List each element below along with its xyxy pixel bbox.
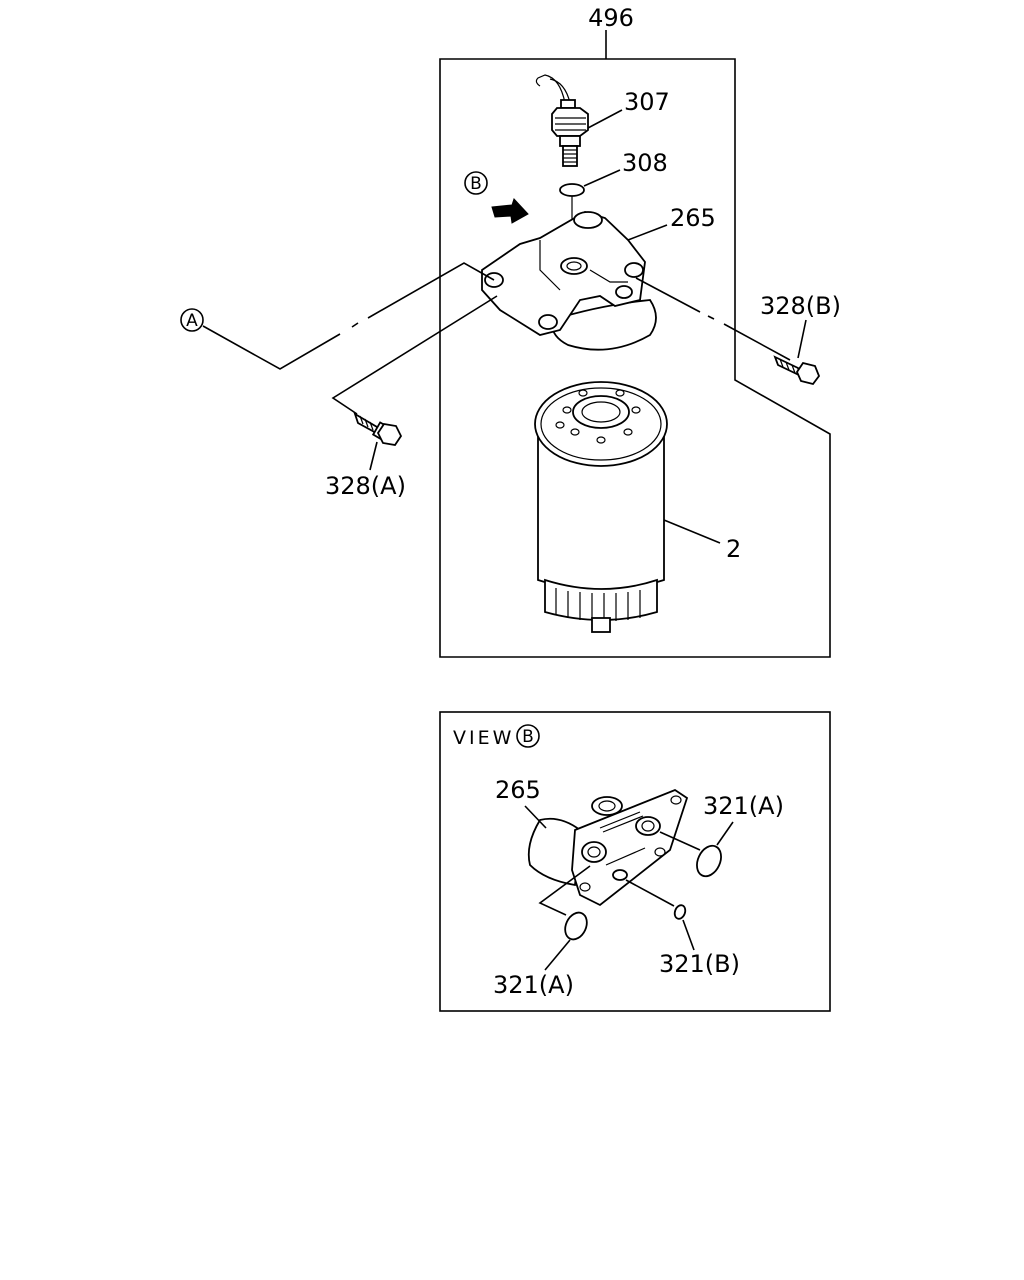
view-b-frame (439, 711, 831, 1012)
svg-text:B: B (522, 727, 534, 747)
oring-321a-top (696, 844, 722, 878)
label-2: 2 (726, 535, 741, 563)
label-265: 265 (670, 204, 716, 232)
label-328b: 328(B) (760, 292, 841, 320)
oring-321a-bottom (564, 911, 588, 941)
filter-cartridge-2 (534, 381, 668, 633)
assembly-frame (439, 58, 831, 658)
label-496: 496 (588, 4, 634, 32)
view-title: VIEW (453, 727, 514, 749)
bolt-328a (353, 412, 403, 446)
view-label-321a-bottom: 321(A) (493, 971, 574, 999)
view-arrow-icon (491, 198, 529, 224)
oring-321b (673, 904, 687, 920)
label-307: 307 (624, 88, 670, 116)
view-label-321b: 321(B) (659, 950, 740, 978)
filter-head-265 (481, 211, 657, 351)
sensor-307 (535, 74, 589, 167)
oring-308 (559, 183, 585, 197)
callout-a: A (180, 308, 204, 332)
view-callout-b: B (516, 724, 540, 748)
bolt-328b (773, 355, 821, 386)
view-label-321a-top: 321(A) (703, 792, 784, 820)
label-328a: 328(A) (325, 472, 406, 500)
label-308: 308 (622, 149, 668, 177)
view-head-265 (527, 788, 689, 907)
svg-text:A: A (186, 311, 198, 331)
view-label-265: 265 (495, 776, 541, 804)
callout-b: B (464, 171, 488, 195)
svg-text:B: B (470, 174, 482, 194)
